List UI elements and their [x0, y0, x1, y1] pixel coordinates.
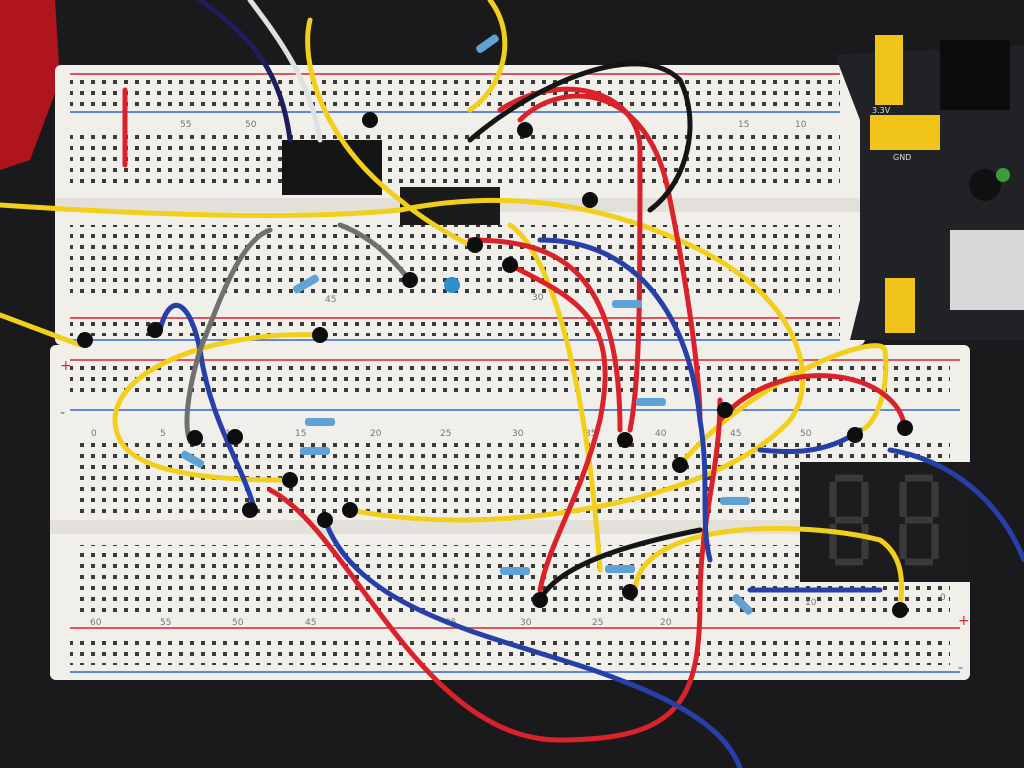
led-green [996, 168, 1010, 182]
col-num: 45 [305, 618, 316, 628]
rail-plus-label: + [958, 613, 970, 629]
wire-connectors [77, 112, 913, 618]
seven-segment-display [800, 462, 970, 582]
col-num: 40 [655, 429, 667, 439]
rail-plus-label: + [60, 358, 72, 374]
col-num: 25 [440, 429, 451, 439]
col-num: 0 [91, 429, 97, 439]
col-num: 50 [232, 618, 244, 628]
ceramic-capacitor [444, 277, 460, 293]
col-num: 45 [325, 295, 336, 305]
col-num: 30 [532, 293, 544, 303]
col-num: 30 [520, 618, 532, 628]
resistors [180, 34, 753, 615]
col-num: 0 [940, 593, 946, 603]
pin-header [870, 115, 940, 150]
rail-minus-label: - [958, 660, 963, 676]
col-num: 10 [795, 120, 807, 130]
label-gnd: GND [893, 153, 911, 162]
label-3v3: 3.3V [872, 106, 891, 115]
col-num: 25 [592, 618, 603, 628]
col-num: 35 [585, 429, 596, 439]
col-num: 10 [805, 598, 817, 608]
col-num: 50 [245, 120, 257, 130]
rail-minus-label: - [60, 405, 65, 421]
col-num: 55 [160, 618, 171, 628]
col-num: 15 [295, 429, 306, 439]
col-num: 30 [512, 429, 524, 439]
col-num: 55 [180, 120, 191, 130]
capacitor [969, 169, 1001, 201]
col-num: 5 [160, 429, 166, 439]
col-num: 45 [730, 429, 741, 439]
col-num: 20 [370, 429, 382, 439]
col-num: 60 [90, 618, 102, 628]
col-num: 20 [660, 618, 672, 628]
usb-port [950, 230, 1024, 310]
col-num: 15 [738, 120, 749, 130]
jumper-header [885, 278, 915, 333]
red-case [0, 0, 60, 170]
col-num: 50 [800, 429, 812, 439]
dc-jack [940, 40, 1010, 110]
power-supply-module: 3.3V GND [835, 35, 1024, 340]
jumper-header [875, 35, 903, 105]
